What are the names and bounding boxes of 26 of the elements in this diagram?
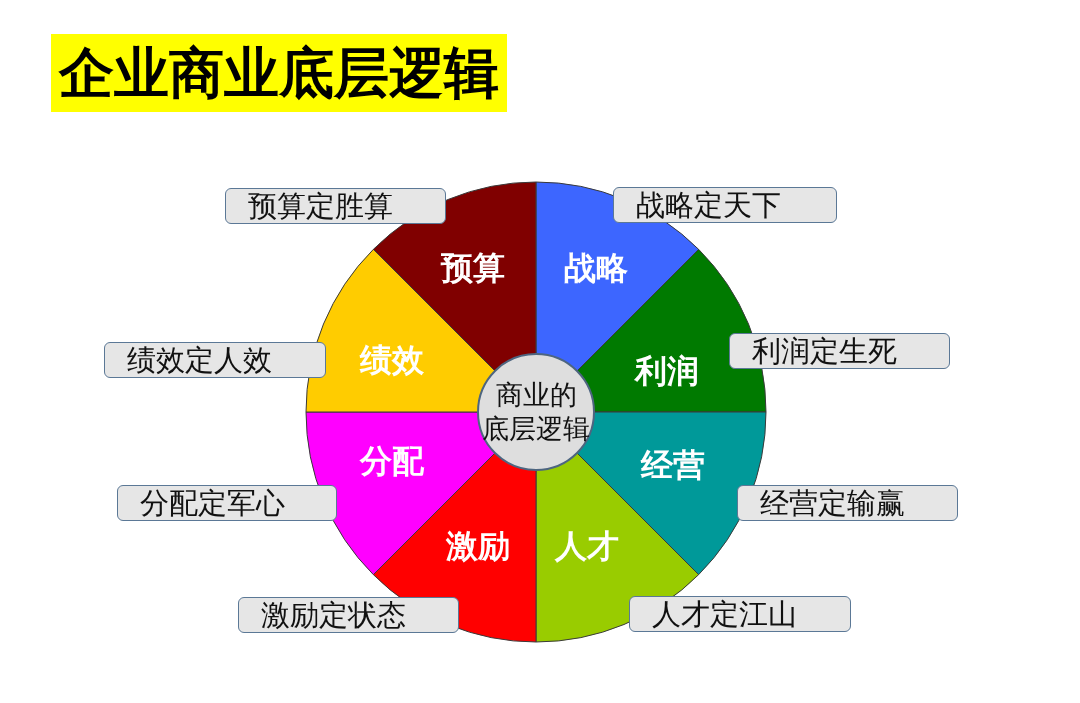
callout-box bbox=[629, 596, 851, 632]
callout-box bbox=[737, 485, 958, 521]
slice-label: 绩效 bbox=[360, 342, 424, 378]
callout-text: 预算定胜算 bbox=[248, 189, 393, 223]
title: 企业商业底层逻辑 bbox=[51, 34, 507, 112]
callout-box bbox=[225, 188, 446, 224]
slice-label: 人才 bbox=[555, 528, 619, 564]
callout-box bbox=[729, 333, 950, 369]
callout-text: 绩效定人效 bbox=[127, 343, 272, 377]
slice-label: 激励 bbox=[446, 528, 510, 564]
center-text: 商业的底层逻辑 bbox=[482, 378, 590, 446]
callout-box bbox=[238, 597, 459, 633]
callout-text: 分配定军心 bbox=[140, 486, 285, 520]
slice-label: 战略 bbox=[564, 250, 628, 286]
callout-text: 经营定输赢 bbox=[760, 486, 905, 520]
callout-box bbox=[117, 485, 337, 521]
slice-label: 预算 bbox=[441, 250, 505, 286]
slice-label: 利润 bbox=[635, 353, 699, 389]
slice-label: 经营 bbox=[641, 447, 705, 483]
callout-text: 战略定天下 bbox=[636, 188, 781, 222]
callout-text: 激励定状态 bbox=[261, 598, 406, 632]
callout-box bbox=[613, 187, 837, 223]
callout-box bbox=[104, 342, 326, 378]
callout-text: 人才定江山 bbox=[652, 597, 797, 631]
callout-text: 利润定生死 bbox=[752, 334, 897, 368]
slice-label: 分配 bbox=[360, 443, 424, 479]
